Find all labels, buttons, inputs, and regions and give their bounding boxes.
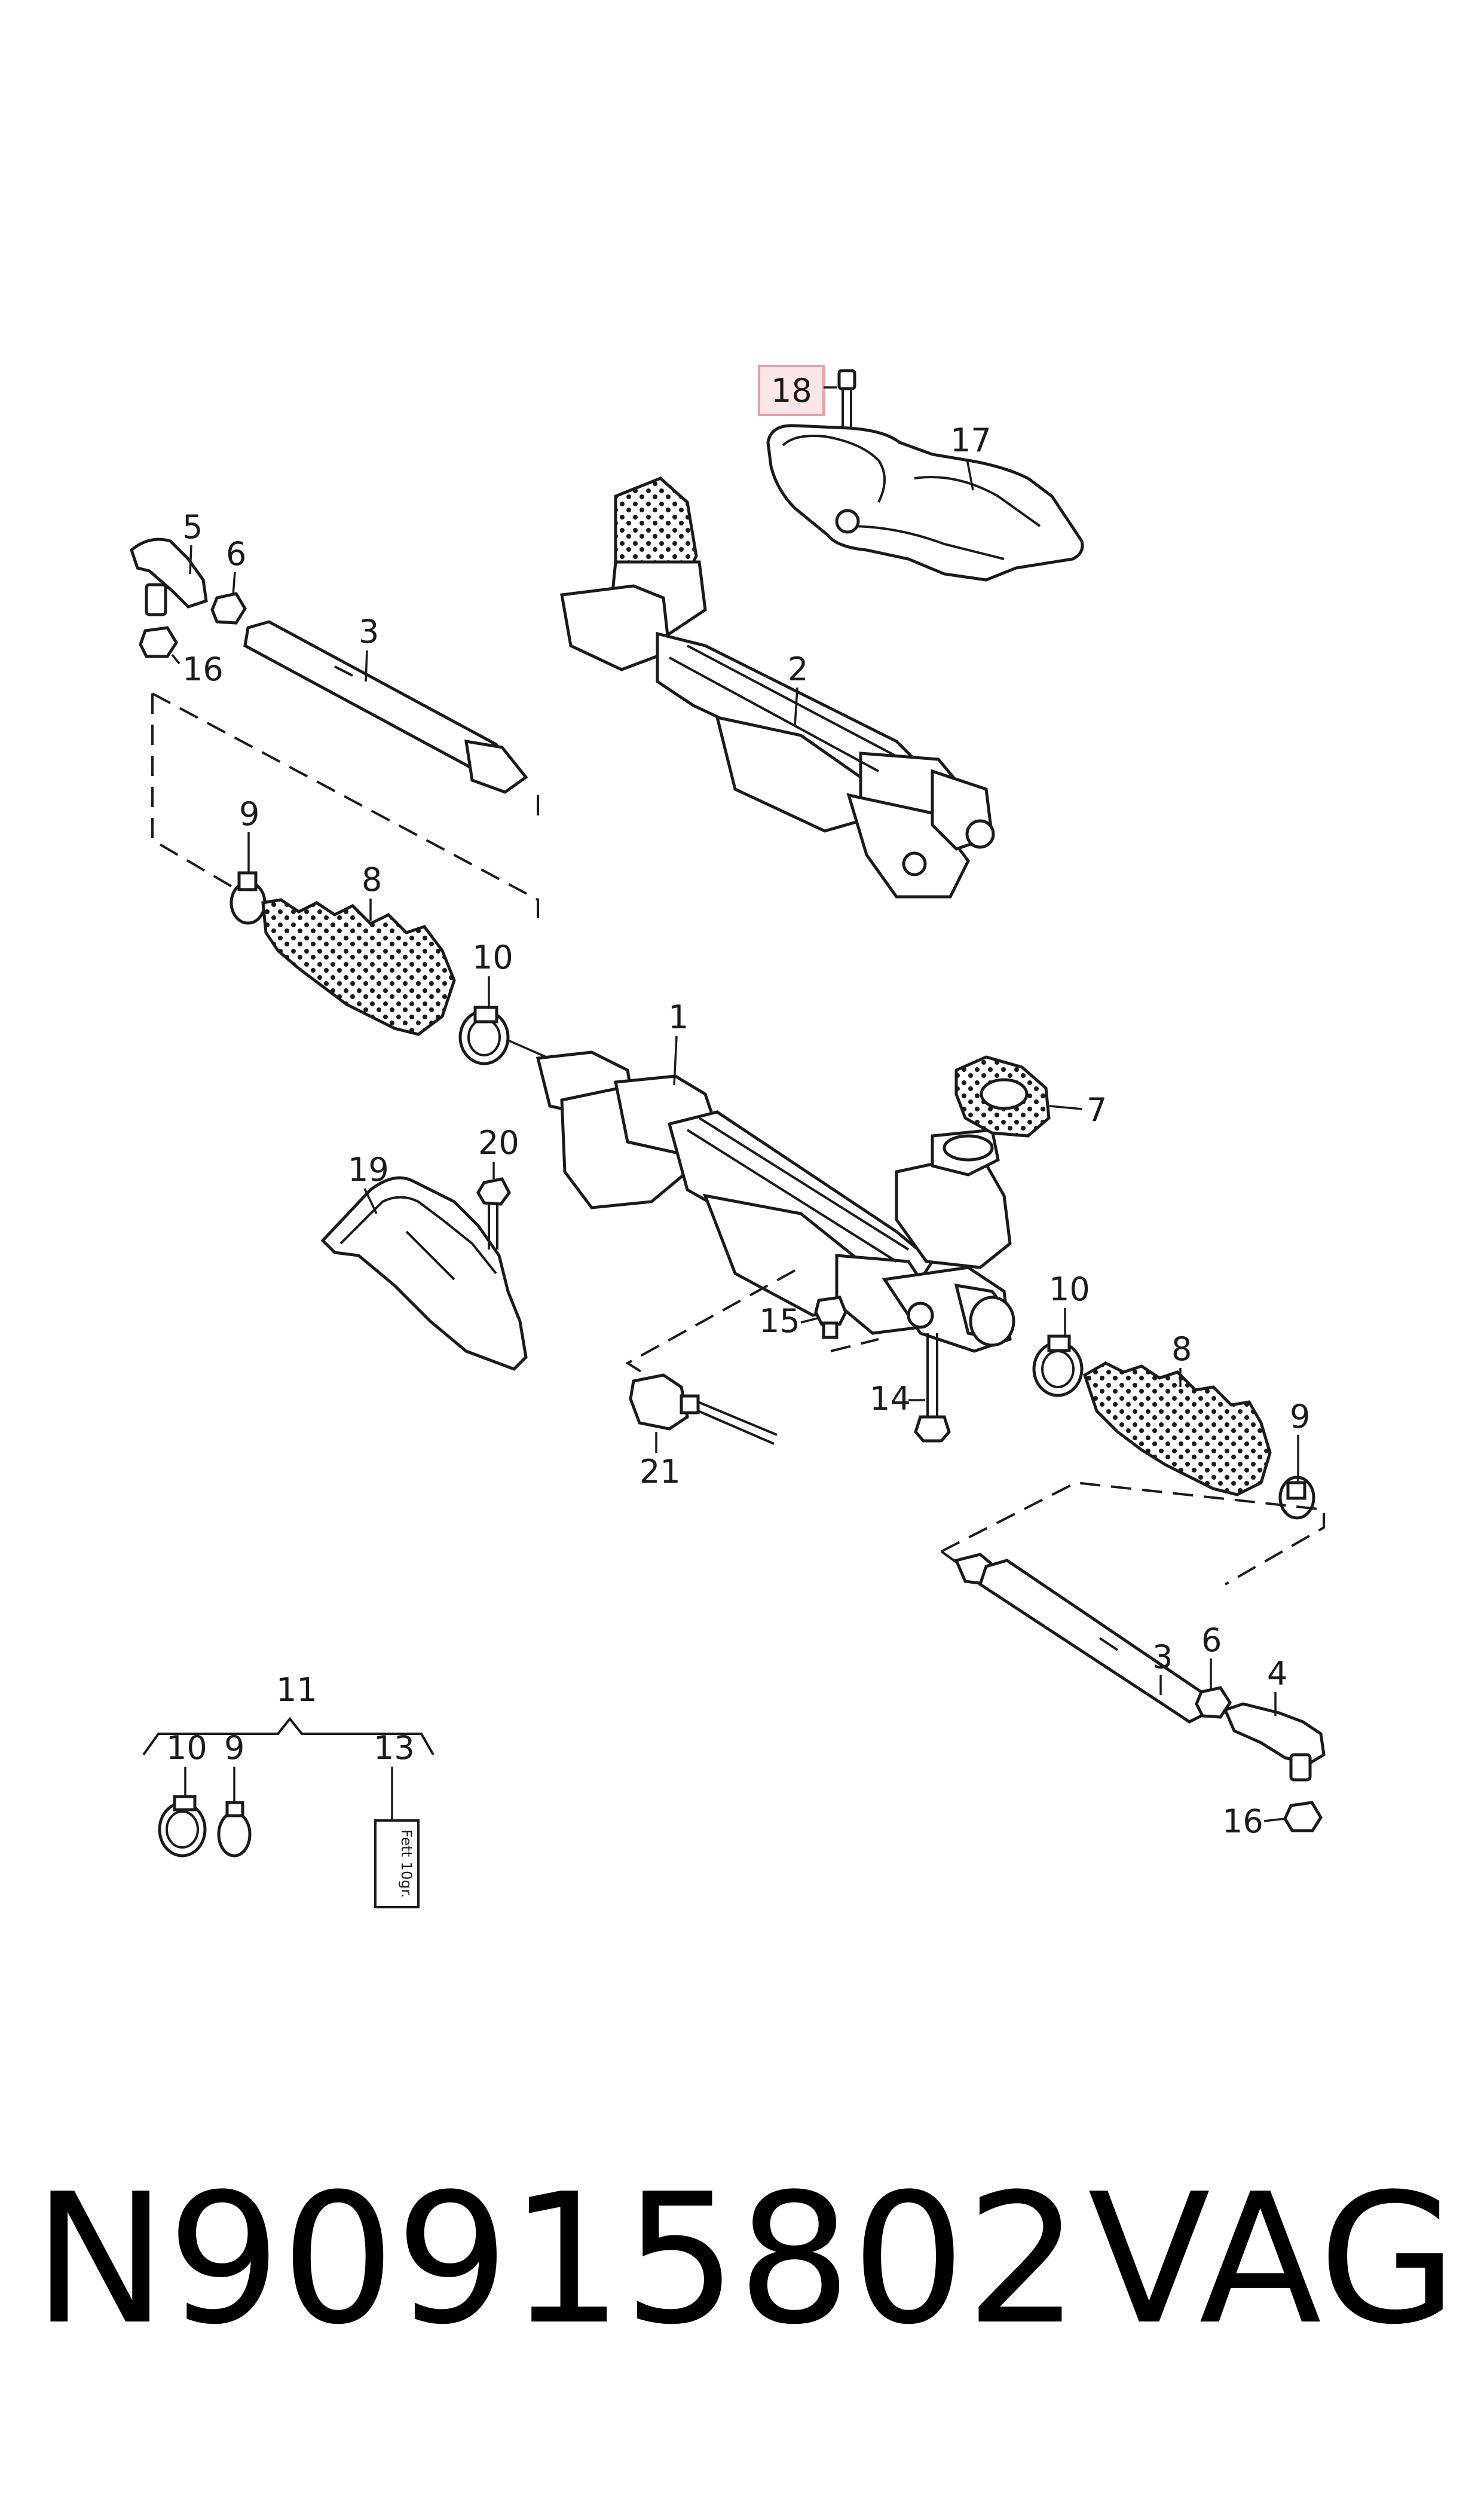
callout-15: 15 — [759, 1302, 800, 1340]
nut-6-lower — [1195, 1686, 1232, 1719]
callout-16-lower: 16 — [1222, 1803, 1263, 1840]
bolt-14 — [914, 1333, 951, 1443]
callout-18-highlight — [758, 365, 825, 416]
boot-8-lower — [1082, 1361, 1272, 1496]
tie-rod-end-5 — [130, 537, 208, 616]
bushing-15 — [814, 1296, 847, 1339]
callout-4: 4 — [1267, 1655, 1287, 1693]
callout-9-kit: 9 — [224, 1729, 244, 1767]
assembly-frame-lower-right — [940, 1481, 1325, 1586]
callout-3-lower: 3 — [1152, 1638, 1173, 1676]
callout-9-upper: 9 — [239, 795, 259, 833]
callout-8-lower: 8 — [1171, 1330, 1192, 1368]
callout-18-group[interactable]: 18 — [758, 365, 837, 416]
cover-19 — [320, 1176, 528, 1371]
callout-8-upper: 8 — [362, 861, 382, 899]
kit-bracket-11 — [142, 1716, 435, 1756]
callout-18: 18 — [771, 372, 812, 410]
grease-label: Fett 10gr. — [398, 1829, 415, 1898]
clamp-10-upper — [458, 1006, 510, 1065]
nut-16-lower — [1283, 1801, 1323, 1832]
callout-2: 2 — [788, 650, 808, 688]
callout-9-lower: 9 — [1290, 1398, 1310, 1435]
clamp-9-upper — [230, 871, 267, 925]
nut-6-upper — [210, 592, 247, 625]
callout-16-upper: 16 — [182, 650, 224, 688]
clamp-9-kit — [217, 1801, 252, 1858]
bolt-20 — [476, 1177, 511, 1250]
callout-13: 13 — [374, 1729, 415, 1767]
clamp-10-lower — [1032, 1334, 1084, 1397]
callout-10-upper: 10 — [472, 939, 513, 976]
brand-name: VAG — [1088, 2155, 1458, 2364]
callout-20: 20 — [478, 1124, 519, 1162]
callout-10-kit: 10 — [166, 1729, 207, 1767]
callout-14: 14 — [870, 1380, 911, 1418]
mount-7 — [954, 1055, 1051, 1138]
nut-16-upper — [139, 626, 178, 658]
sensor-21 — [629, 1373, 778, 1445]
heat-shield-17 — [766, 424, 1084, 582]
callout-3-upper: 3 — [359, 613, 379, 650]
callout-7: 7 — [1087, 1091, 1107, 1129]
callout-1: 1 — [668, 998, 689, 1036]
part-number: N90915802 — [33, 2155, 1080, 2364]
assembly-frame-upper-left — [151, 692, 539, 921]
clamp-9-lower — [1278, 1476, 1315, 1520]
tie-rod-end-4 — [1223, 1702, 1326, 1782]
inner-tie-rod-3-upper — [243, 620, 528, 794]
callout-6-upper: 6 — [226, 535, 246, 573]
steering-rack-2 — [560, 476, 995, 899]
callout-10-lower: 10 — [1049, 1270, 1090, 1308]
grease-packet-13: Fett 10gr. — [374, 1819, 420, 1908]
callout-5: 5 — [182, 508, 203, 546]
steering-rack-1 — [536, 1050, 1015, 1353]
clamp-10-kit — [158, 1795, 207, 1858]
callout-17: 17 — [950, 421, 992, 459]
inner-tie-rod-3-lower — [954, 1553, 1209, 1724]
boot-8-upper — [261, 898, 456, 1036]
assembly-frame-sensor — [625, 1269, 795, 1379]
callout-11: 11 — [276, 1671, 317, 1709]
callout-19: 19 — [348, 1151, 389, 1189]
callout-6-lower: 6 — [1201, 1621, 1222, 1659]
callout-21: 21 — [640, 1453, 681, 1490]
